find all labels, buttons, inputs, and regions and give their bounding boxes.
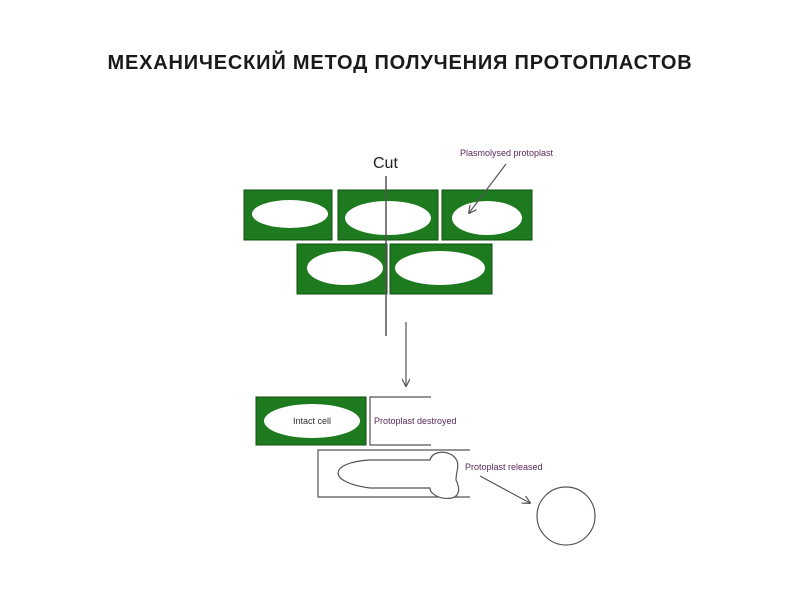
cell [441, 189, 533, 241]
cell [243, 189, 333, 241]
cell-row-top [243, 189, 533, 241]
lower-cell-wall [317, 449, 470, 498]
protoplast-released-label: Protoplast released [465, 462, 543, 472]
releasing-protoplast [337, 451, 460, 499]
plasmolysed-protoplast-label: Plasmolysed protoplast [460, 148, 554, 158]
cell [389, 243, 493, 295]
protoplast-destroyed-label: Protoplast destroyed [374, 416, 457, 426]
cell [296, 243, 388, 295]
release-arrow [479, 475, 530, 503]
cell-row-bottom [296, 243, 493, 295]
protoplast [307, 251, 383, 285]
intact-cell-label: Intact cell [293, 416, 331, 426]
protoplast [345, 201, 431, 235]
plasmolysed-pointer-arrow [469, 163, 507, 213]
slide-title: МЕХАНИЧЕСКИЙ МЕТОД ПОЛУЧЕНИЯ ПРОТОПЛАСТО… [107, 52, 693, 74]
protoplast [395, 251, 485, 285]
released-protoplast [536, 486, 596, 546]
intact-cell: Intact cell [255, 396, 367, 446]
protoplast [252, 200, 328, 228]
protoplast [452, 201, 522, 235]
cut-cell-wall [369, 396, 431, 446]
protoplast [264, 404, 360, 438]
cell [337, 189, 439, 241]
cut-label: Cut [373, 155, 398, 172]
